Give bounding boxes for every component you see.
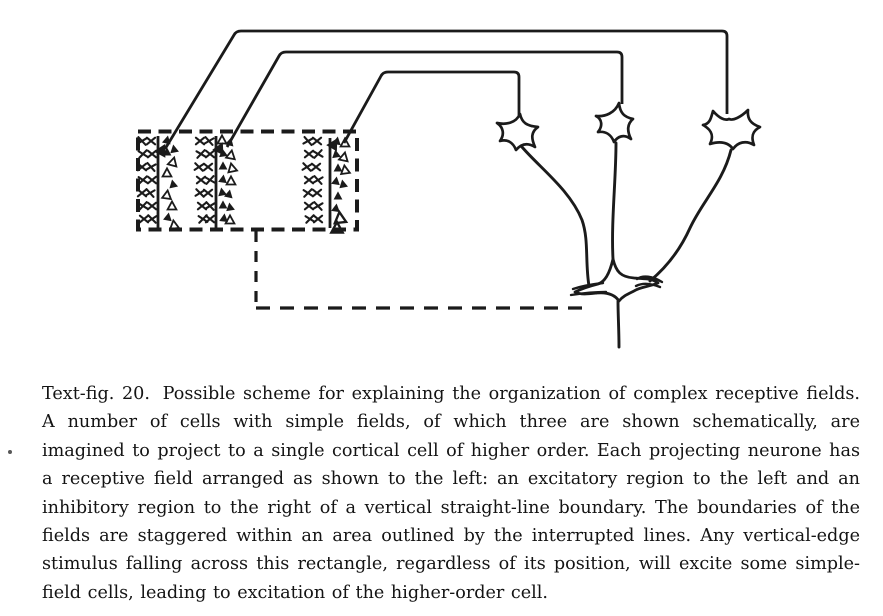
receptive-field-area-dashed-outline bbox=[136, 129, 359, 232]
simple-cell-1 bbox=[495, 112, 540, 152]
figure-caption-label: Text-fig. 20. bbox=[42, 384, 150, 404]
figure-diagram bbox=[136, 29, 762, 349]
axon-cell3 bbox=[648, 148, 733, 283]
synaptic-terminal-branches bbox=[569, 275, 664, 297]
simple-cell-axons bbox=[520, 141, 733, 288]
connector-field2-to-cell2 bbox=[225, 50, 624, 148]
figure-caption: Text-fig. 20. Possible scheme for explai… bbox=[42, 380, 860, 607]
simple-cell-2 bbox=[594, 101, 635, 144]
connector-field3-to-cell1 bbox=[342, 70, 521, 144]
axon-cell1 bbox=[520, 145, 591, 288]
receptive-field-3 bbox=[301, 135, 351, 234]
field-2-excitatory-markers bbox=[193, 136, 216, 224]
field-1-excitatory-markers bbox=[136, 136, 158, 224]
scan-speck bbox=[8, 450, 12, 454]
higher-order-cell-axon bbox=[616, 299, 621, 349]
simple-cell-3 bbox=[701, 108, 762, 151]
field-3-inhibitory-markers bbox=[330, 135, 351, 234]
connector-field1-to-cell3 bbox=[163, 29, 729, 150]
axon-cell2 bbox=[611, 141, 618, 261]
field-3-excitatory-markers bbox=[301, 135, 324, 224]
field-to-cell-connectors bbox=[163, 29, 729, 150]
higher-order-cell bbox=[569, 257, 664, 349]
figure-caption-text: Possible scheme for explaining the organ… bbox=[42, 384, 860, 603]
